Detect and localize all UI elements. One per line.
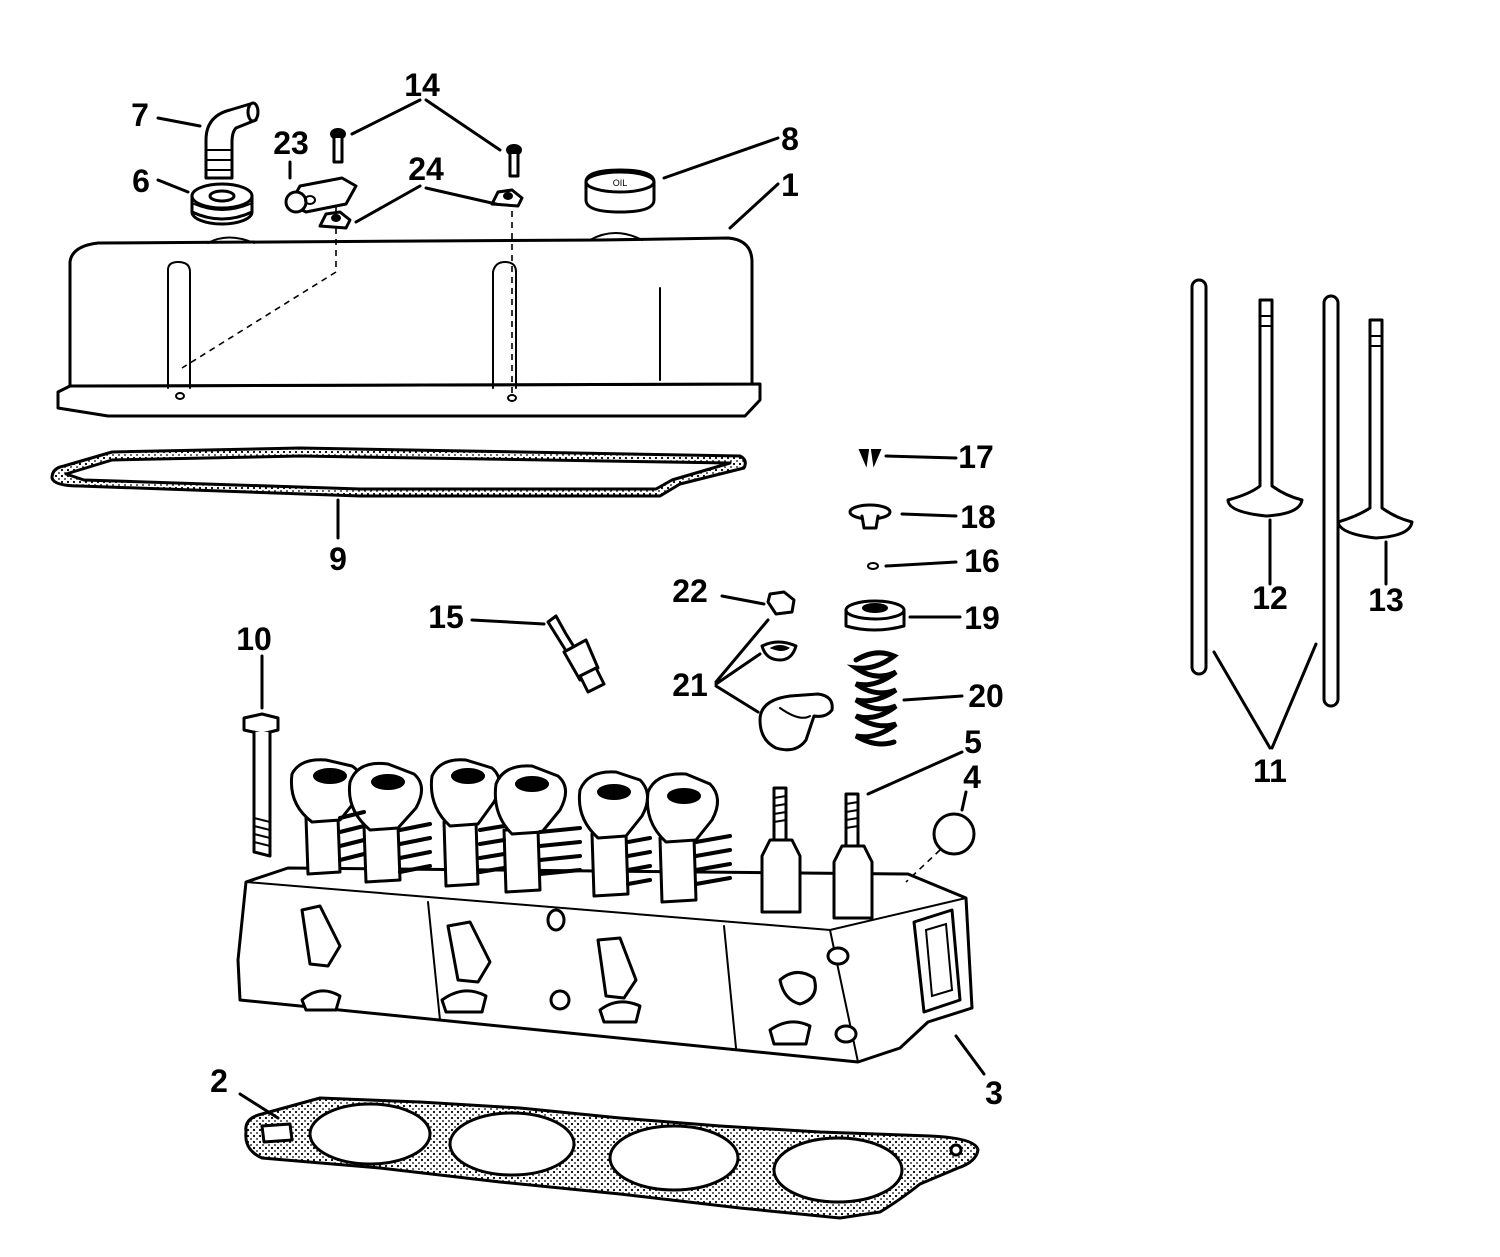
cylinder-head [236,866,974,1064]
push-rod-right [1322,294,1340,708]
head-gasket [244,1096,980,1220]
callout-10: 10 [236,621,272,657]
spring-retainer [848,503,892,530]
callout-5: 5 [964,724,982,760]
rocker-ball [760,640,798,662]
leader-lines [156,98,1388,1120]
rocker-arm-row-2 [347,761,423,884]
valve-keepers [858,449,882,468]
oil-seal-ring [867,562,879,570]
oil-filler-cap: OIL [584,168,656,214]
callout-labels: 1 2 3 4 5 6 7 8 9 10 11 12 13 14 15 16 1… [131,67,1404,1111]
breather-elbow [204,101,260,180]
rocker-arm-row-5 [577,770,649,898]
rocker-arm-nut [766,590,796,616]
temperature-sender [546,614,606,694]
screw-left [330,128,346,164]
callout-19: 19 [964,600,1000,636]
callout-15: 15 [428,599,464,635]
valve-stem-seal [844,599,906,632]
exhaust-valve [1336,318,1414,540]
callout-8: 8 [781,121,799,157]
callout-3: 3 [985,1075,1003,1111]
rocker-stud-right [832,792,874,920]
callout-18: 18 [960,499,996,535]
rocker-arm-row-3 [429,758,501,888]
rocker-arm-row-4 [493,764,567,894]
breather-grommet [190,182,254,226]
callout-23: 23 [273,125,309,161]
callout-22: 22 [672,573,708,609]
wire-clip [284,176,358,214]
callout-24: 24 [408,151,444,187]
nut-left [318,210,352,230]
callout-7: 7 [131,97,149,133]
callout-9: 9 [329,541,347,577]
callout-4: 4 [963,759,981,795]
expansion-plug [905,812,976,883]
head-bolt [242,712,280,858]
rocker-stud-left [760,786,802,914]
callout-1: 1 [781,167,799,203]
callout-13: 13 [1368,582,1404,618]
nut-right [490,188,524,208]
push-rod-left [1190,278,1208,676]
callout-6: 6 [132,163,150,199]
springs-under-rockers [338,810,732,886]
callout-2: 2 [210,1063,228,1099]
callout-14: 14 [404,67,440,103]
oil-cap-text: OIL [613,178,628,188]
intake-valve [1226,298,1304,518]
valve-cover-gasket [50,446,747,498]
callout-12: 12 [1252,580,1288,616]
rocker-arm [758,692,834,752]
callout-11: 11 [1253,753,1287,789]
callout-17: 17 [958,439,994,475]
rocker-arm-row-1 [289,758,363,876]
callout-21: 21 [672,667,708,703]
rocker-assembly [289,758,874,920]
screw-right [506,144,522,178]
valve-cover [56,195,762,418]
callout-20: 20 [968,678,1004,714]
valve-spring [846,650,899,747]
callout-16: 16 [964,543,1000,579]
rocker-arm-row-6 [645,772,719,904]
